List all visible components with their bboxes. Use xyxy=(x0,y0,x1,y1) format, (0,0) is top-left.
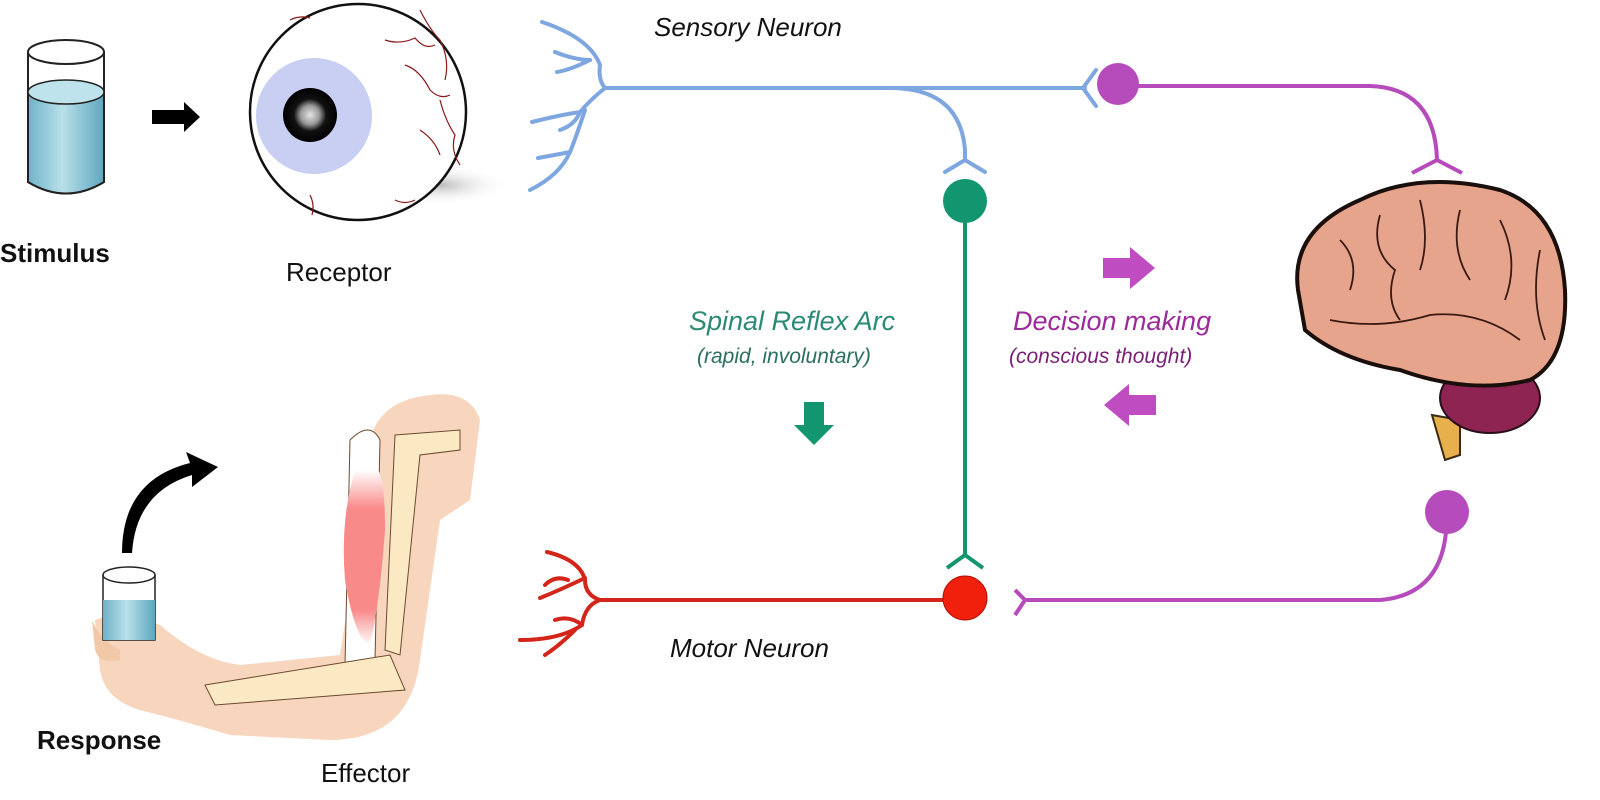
decision-making-title: Decision making xyxy=(1013,306,1212,336)
brain-icon xyxy=(1295,180,1568,462)
curved-arrow-icon xyxy=(122,452,218,553)
effector-label: Effector xyxy=(321,758,411,788)
eye-receptor-icon xyxy=(248,2,510,222)
response-label: Response xyxy=(37,725,162,755)
spinal-reflex-subtitle: (rapid, involuntary) xyxy=(697,345,871,368)
stimulus-label: Stimulus xyxy=(0,238,110,268)
sensory-neuron-label: Sensory Neuron xyxy=(654,12,842,42)
motor-neuron-label: Motor Neuron xyxy=(670,633,829,663)
decision-making-subtitle: (conscious thought) xyxy=(1009,345,1193,368)
receptor-label: Receptor xyxy=(286,257,392,287)
response-glass-icon xyxy=(102,566,156,641)
ascending-pathway xyxy=(1097,63,1463,175)
interneuron xyxy=(943,179,987,570)
arrow-right-icon xyxy=(1103,247,1155,289)
motor-neuron xyxy=(518,550,947,657)
glass-of-water-icon xyxy=(27,39,105,195)
arrow-right-icon xyxy=(152,102,200,132)
sensory-neuron xyxy=(528,20,1098,192)
arrow-left-icon xyxy=(1104,384,1156,426)
motor-neuron-cell-body xyxy=(942,575,988,621)
descending-pathway xyxy=(1013,490,1469,617)
arm-effector-icon xyxy=(92,394,480,740)
spinal-reflex-title: Spinal Reflex Arc xyxy=(689,306,896,336)
arrow-down-icon xyxy=(794,402,834,445)
